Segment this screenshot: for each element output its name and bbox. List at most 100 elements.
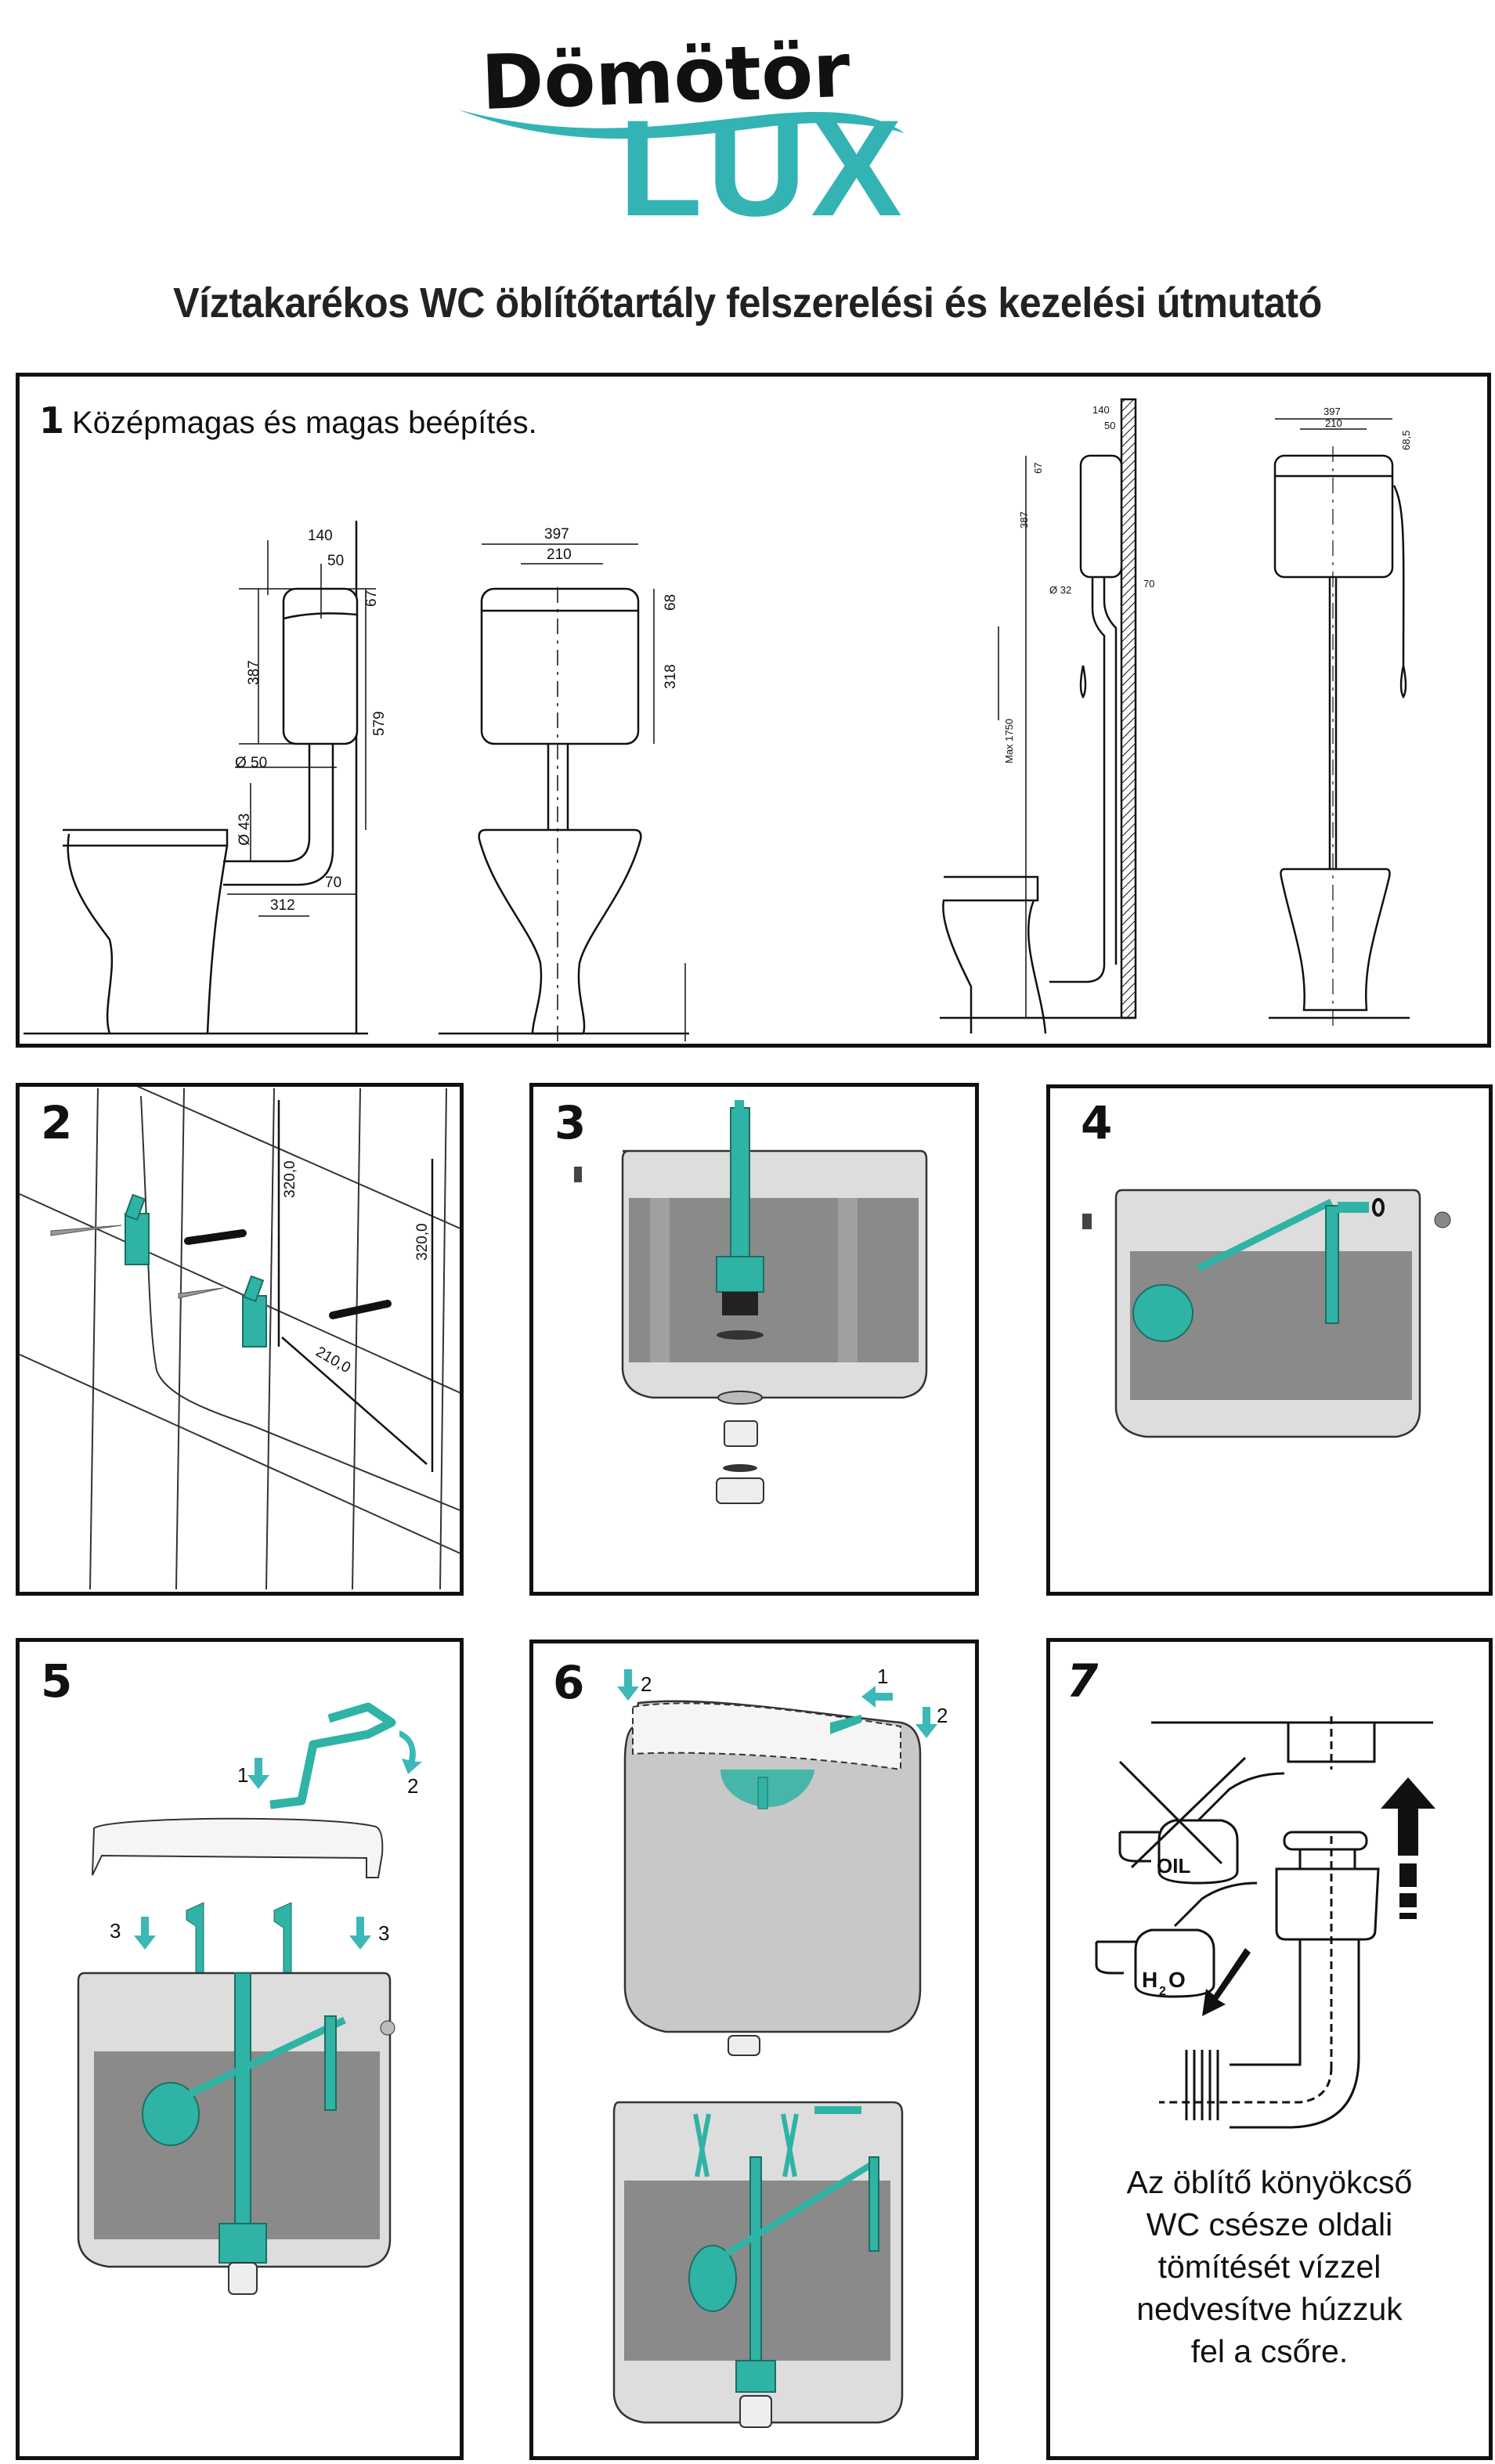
step-6-panel bbox=[529, 1640, 979, 2460]
dim-label: 320,0 bbox=[414, 1223, 431, 1261]
down-arrow-icon bbox=[134, 1917, 156, 1950]
step-1-heading-text: Középmagas és magas beépítés. bbox=[72, 406, 537, 440]
mid-height-side-view bbox=[23, 521, 376, 1035]
step-4-tank-fill-valve bbox=[1082, 1189, 1451, 1438]
left-arrow-icon bbox=[861, 1686, 893, 1708]
dim-label: 397 bbox=[1323, 406, 1341, 417]
dim-label: 70 bbox=[1143, 578, 1154, 590]
step-7-caption: Az öblítő könyökcső WC csésze oldali töm… bbox=[1046, 2161, 1493, 2372]
down-arrow-icon bbox=[915, 1707, 937, 1738]
dim-label: Max 1750 bbox=[1003, 719, 1015, 763]
diagonal-arrow-icon bbox=[1202, 1948, 1251, 2016]
dim-label: 397 bbox=[544, 526, 569, 543]
down-arrow-icon bbox=[617, 1669, 639, 1701]
up-arrow-icon bbox=[1381, 1777, 1435, 1856]
h2o-label: O bbox=[1168, 1968, 1186, 1992]
step-2-brackets bbox=[50, 1193, 392, 1347]
dim-label: 50 bbox=[1104, 420, 1115, 431]
step-1-panel bbox=[16, 373, 1491, 1048]
step-3-tank-drain-valve bbox=[574, 1100, 928, 1504]
step-6-arrows bbox=[617, 1669, 937, 1738]
step-6-number: 6 bbox=[553, 1656, 585, 1709]
arrow-label: 3 bbox=[378, 1921, 389, 1945]
dim-label: 320,0 bbox=[282, 1160, 298, 1198]
step-7-panel bbox=[1046, 1638, 1493, 2460]
caption-line: tömítését vízzel bbox=[1157, 2249, 1381, 2285]
step-3-number: 3 bbox=[554, 1096, 587, 1149]
caption-line: WC csésze oldali bbox=[1146, 2206, 1393, 2242]
arrow-dash bbox=[1399, 1893, 1417, 1907]
caption-line: nedvesítve húzzuk bbox=[1136, 2291, 1403, 2327]
arrow-label: 1 bbox=[877, 1665, 888, 1688]
arrow-dash bbox=[1399, 1863, 1417, 1887]
water-can-icon bbox=[1095, 1881, 1258, 1998]
dim-label: 68 bbox=[663, 594, 679, 611]
step-2-wall-tiles bbox=[19, 1084, 463, 1590]
dim-label: 50 bbox=[327, 553, 344, 569]
dim-label: 210 bbox=[547, 547, 572, 563]
dim-label: 387 bbox=[1018, 511, 1030, 529]
step-3-panel bbox=[529, 1083, 979, 1596]
arrow-label: 2 bbox=[937, 1704, 948, 1727]
step-5-number: 5 bbox=[41, 1654, 73, 1708]
dim-label: 70 bbox=[325, 875, 341, 891]
dim-label: 210 bbox=[1325, 417, 1342, 429]
step-5-panel bbox=[16, 1638, 464, 2460]
step-1-number: 1 bbox=[39, 399, 65, 442]
wall-plug-icon bbox=[184, 1229, 247, 1245]
dim-label: 318 bbox=[663, 664, 679, 689]
arrow-label: 2 bbox=[407, 1774, 418, 1798]
arrow-label: 1 bbox=[237, 1763, 248, 1787]
logo-wave bbox=[458, 110, 905, 139]
dim-label: 67 bbox=[363, 590, 380, 607]
dim-label: 312 bbox=[270, 897, 295, 914]
oil-can-crossed-icon bbox=[1118, 1756, 1285, 1885]
dimension-labels: 140 50 67 387 579 Ø 50 Ø 43 70 312 397 2… bbox=[235, 404, 1412, 914]
arrow-label: 3 bbox=[110, 1919, 121, 1943]
high-side-view bbox=[940, 398, 1137, 1034]
caption-line: fel a csőre. bbox=[1190, 2333, 1349, 2369]
screw-icon bbox=[50, 1225, 122, 1236]
high-front-view bbox=[1269, 418, 1410, 1026]
wall-plug-icon bbox=[329, 1300, 392, 1319]
dim-label: 140 bbox=[1092, 404, 1110, 416]
dim-label: 579 bbox=[371, 711, 388, 736]
dim-label: 67 bbox=[1032, 463, 1044, 474]
h2o-label: H bbox=[1142, 1968, 1157, 1992]
dim-label: 387 bbox=[246, 660, 262, 685]
nut-icon bbox=[1434, 1211, 1451, 1228]
step-2-panel bbox=[16, 1083, 464, 1596]
step-6-tank-closed bbox=[623, 1700, 922, 2056]
oil-label: OIL bbox=[1157, 1854, 1190, 1878]
step-2-dimensions bbox=[277, 1100, 434, 1472]
arrow-dash bbox=[1399, 1913, 1417, 1919]
step-4-number: 4 bbox=[1081, 1096, 1113, 1149]
dim-label: Ø 43 bbox=[237, 814, 253, 846]
step-7-number: 7 bbox=[1067, 1654, 1099, 1708]
step-2-number: 2 bbox=[41, 1096, 73, 1149]
step-7-elbow-pipe bbox=[1151, 1716, 1433, 2129]
side-plug-icon bbox=[574, 1167, 582, 1182]
side-plug-icon bbox=[1082, 1214, 1092, 1229]
step-7-arrows bbox=[1202, 1777, 1435, 2016]
dim-label: 68,5 bbox=[1400, 431, 1412, 450]
document-title: Víztakarékos WC öblítőtartály felszerelé… bbox=[173, 280, 1322, 326]
down-arrow-icon bbox=[247, 1758, 269, 1789]
down-arrow-icon bbox=[349, 1917, 371, 1950]
mid-height-front-view bbox=[439, 543, 689, 1041]
logo-text-domotor: Dömötör bbox=[480, 27, 852, 127]
screw-icon bbox=[178, 1287, 224, 1299]
step-5-lid-mechanism bbox=[77, 1702, 396, 2295]
caption-line: Az öblítő könyökcső bbox=[1126, 2164, 1413, 2200]
step-4-panel bbox=[1046, 1084, 1493, 1596]
dim-label: Ø 50 bbox=[235, 755, 267, 771]
brand-logo: Dömötör LUX bbox=[450, 23, 1100, 245]
step-6-tank-open bbox=[612, 2101, 904, 2428]
dim-label: Ø 32 bbox=[1049, 584, 1071, 596]
arrow-label: 2 bbox=[641, 1672, 652, 1696]
dim-label: 140 bbox=[308, 528, 333, 544]
h2o-label: 2 bbox=[1159, 1985, 1166, 1998]
curved-arrow-icon bbox=[399, 1730, 422, 1774]
